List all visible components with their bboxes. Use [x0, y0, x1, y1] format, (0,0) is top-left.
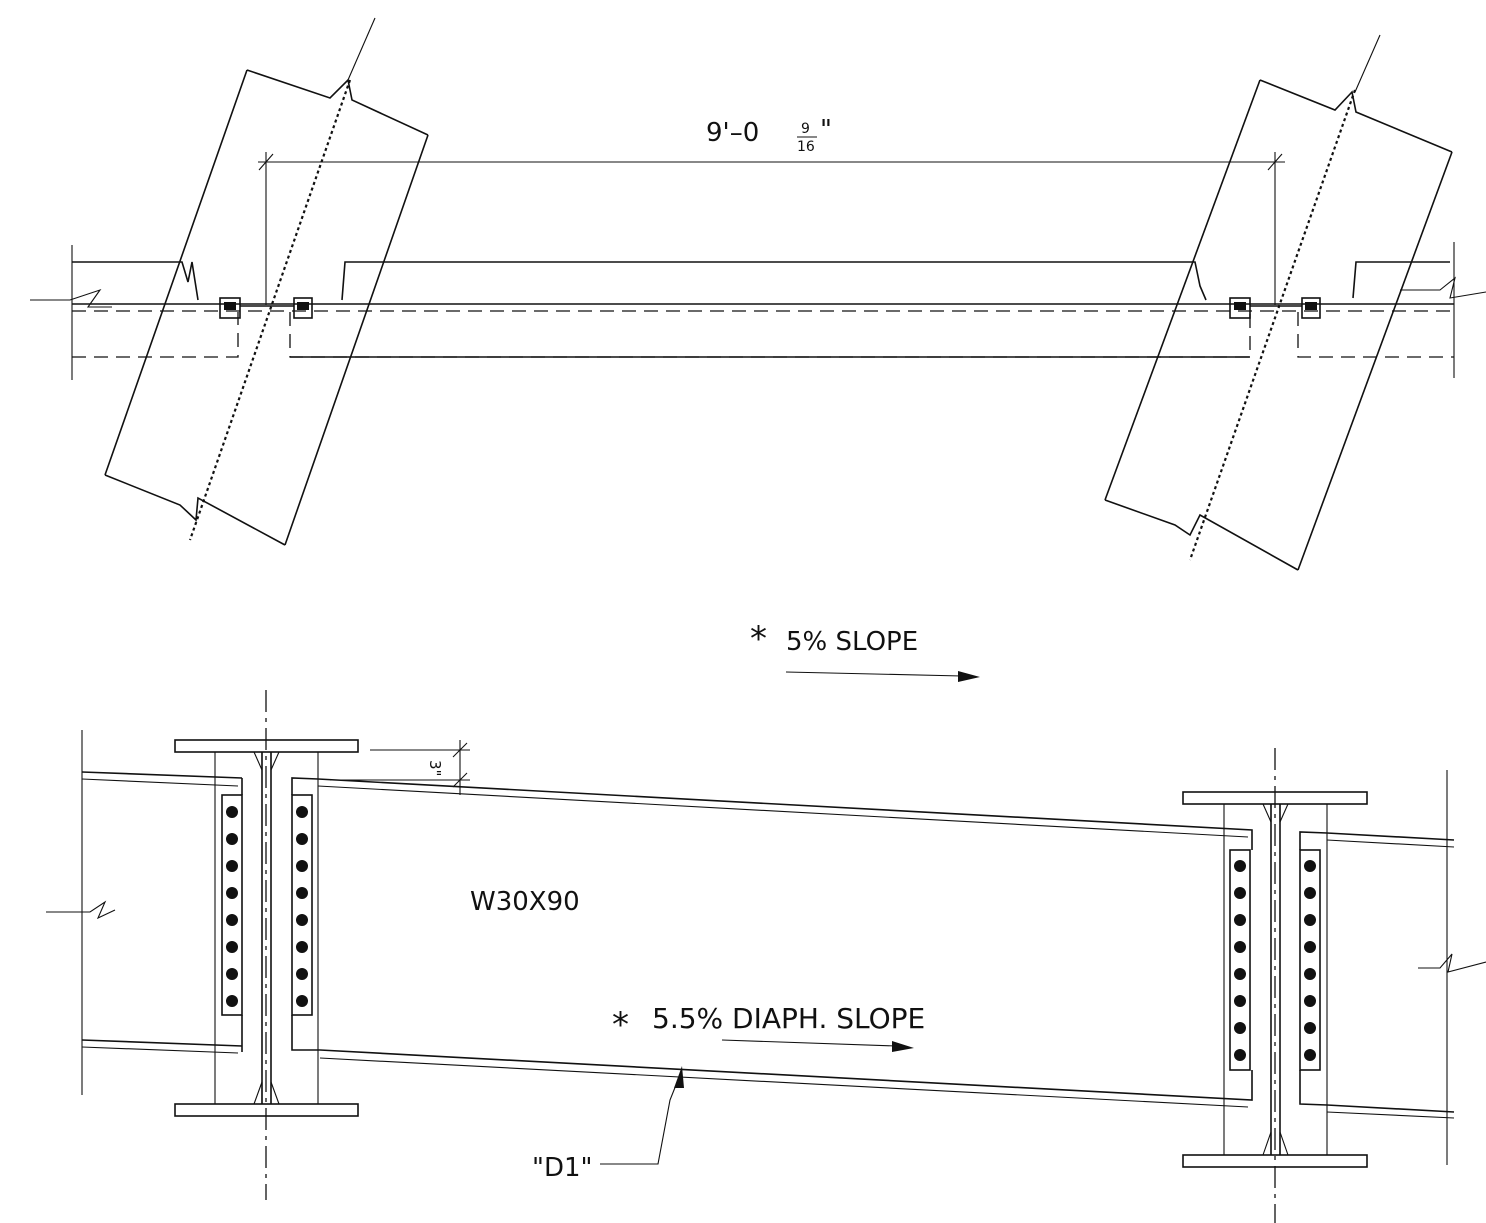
slope-arrow-head: [958, 671, 980, 682]
left-girder-section: [174, 690, 359, 1200]
diaph-slope-arrow-line: [721, 1039, 897, 1047]
gap-dimension: [330, 740, 470, 795]
diaph-slope-text: 5.5% DIAPH. SLOPE: [652, 1002, 925, 1035]
left-bolt-group: [226, 806, 308, 1007]
elevation-view: 3" W30X90 * 5.5% DIAPH. SLOPE "D1": [46, 690, 1486, 1223]
diaph-slope-symbol: *: [612, 1005, 629, 1045]
member-label: W30X90: [470, 887, 580, 917]
dimension-fraction-denominator: 16: [797, 139, 815, 155]
right-bolt-group: [1234, 860, 1316, 1061]
diaphragm-plan: [30, 242, 1486, 380]
dimension-inch-mark: ": [820, 115, 832, 145]
right-girder-section: [1182, 748, 1368, 1223]
dimension-label: 9'–0: [706, 118, 759, 148]
slope-note: * 5% SLOPE: [750, 619, 980, 682]
d1-callout-leader: [600, 1066, 684, 1165]
diaphragm-beam: [46, 730, 1486, 1165]
right-skewed-girder: [1104, 34, 1453, 571]
d1-callout-label: "D1": [532, 1153, 592, 1183]
slope-note-text: 5% SLOPE: [786, 627, 918, 657]
slope-arrow-line: [785, 671, 963, 677]
left-skewed-girder: [104, 17, 429, 546]
diaph-slope-arrow-head: [892, 1041, 914, 1052]
gap-dimension-label: 3": [426, 760, 444, 776]
plan-view: 9'–0 9 16 ": [30, 17, 1486, 571]
dimension-fraction-numerator: 9: [801, 121, 810, 137]
slope-note-symbol: *: [750, 619, 767, 659]
overall-dimension: [258, 152, 1285, 305]
